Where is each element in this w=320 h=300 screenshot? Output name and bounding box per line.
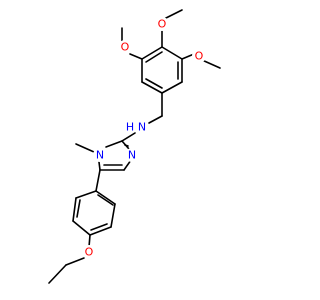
atom-layer: O O O N H N N O xyxy=(82,17,206,259)
bond xyxy=(89,226,112,236)
atom-nitrogen-imine: N xyxy=(128,149,136,162)
bond xyxy=(181,53,195,60)
bond xyxy=(76,199,81,218)
bond-layer xyxy=(48,9,221,284)
bond xyxy=(145,51,163,63)
bond xyxy=(121,132,136,142)
bond xyxy=(90,223,108,231)
bond xyxy=(141,46,163,60)
bond xyxy=(65,257,85,266)
atom-hydrogen-amine: H xyxy=(126,121,134,134)
atom-oxygen-ethoxy: O xyxy=(85,246,94,259)
bond xyxy=(141,81,163,94)
bond xyxy=(145,78,163,89)
bond xyxy=(88,234,91,248)
atom-nitrogen-amine: N xyxy=(138,121,146,134)
bond xyxy=(161,81,183,94)
bond xyxy=(124,144,129,147)
bond xyxy=(75,190,97,199)
atom-oxygen: O xyxy=(121,41,130,54)
bond xyxy=(123,159,132,171)
bond xyxy=(72,197,77,222)
bond xyxy=(105,140,123,148)
bond xyxy=(48,264,67,284)
bond xyxy=(201,59,221,69)
atom-oxygen: O xyxy=(158,18,167,31)
atom-oxygen: O xyxy=(195,50,204,63)
bond xyxy=(129,53,143,60)
bond xyxy=(161,46,183,60)
bond xyxy=(110,203,116,228)
bond xyxy=(97,194,114,206)
atom-nitrogen-methyl: N xyxy=(96,149,104,162)
bond xyxy=(98,161,101,171)
bond xyxy=(95,169,101,192)
bond xyxy=(95,190,116,205)
bond xyxy=(72,220,91,236)
bond xyxy=(75,143,95,153)
molecule-diagram: O O O N H N N O xyxy=(48,9,221,284)
bond xyxy=(148,115,163,124)
